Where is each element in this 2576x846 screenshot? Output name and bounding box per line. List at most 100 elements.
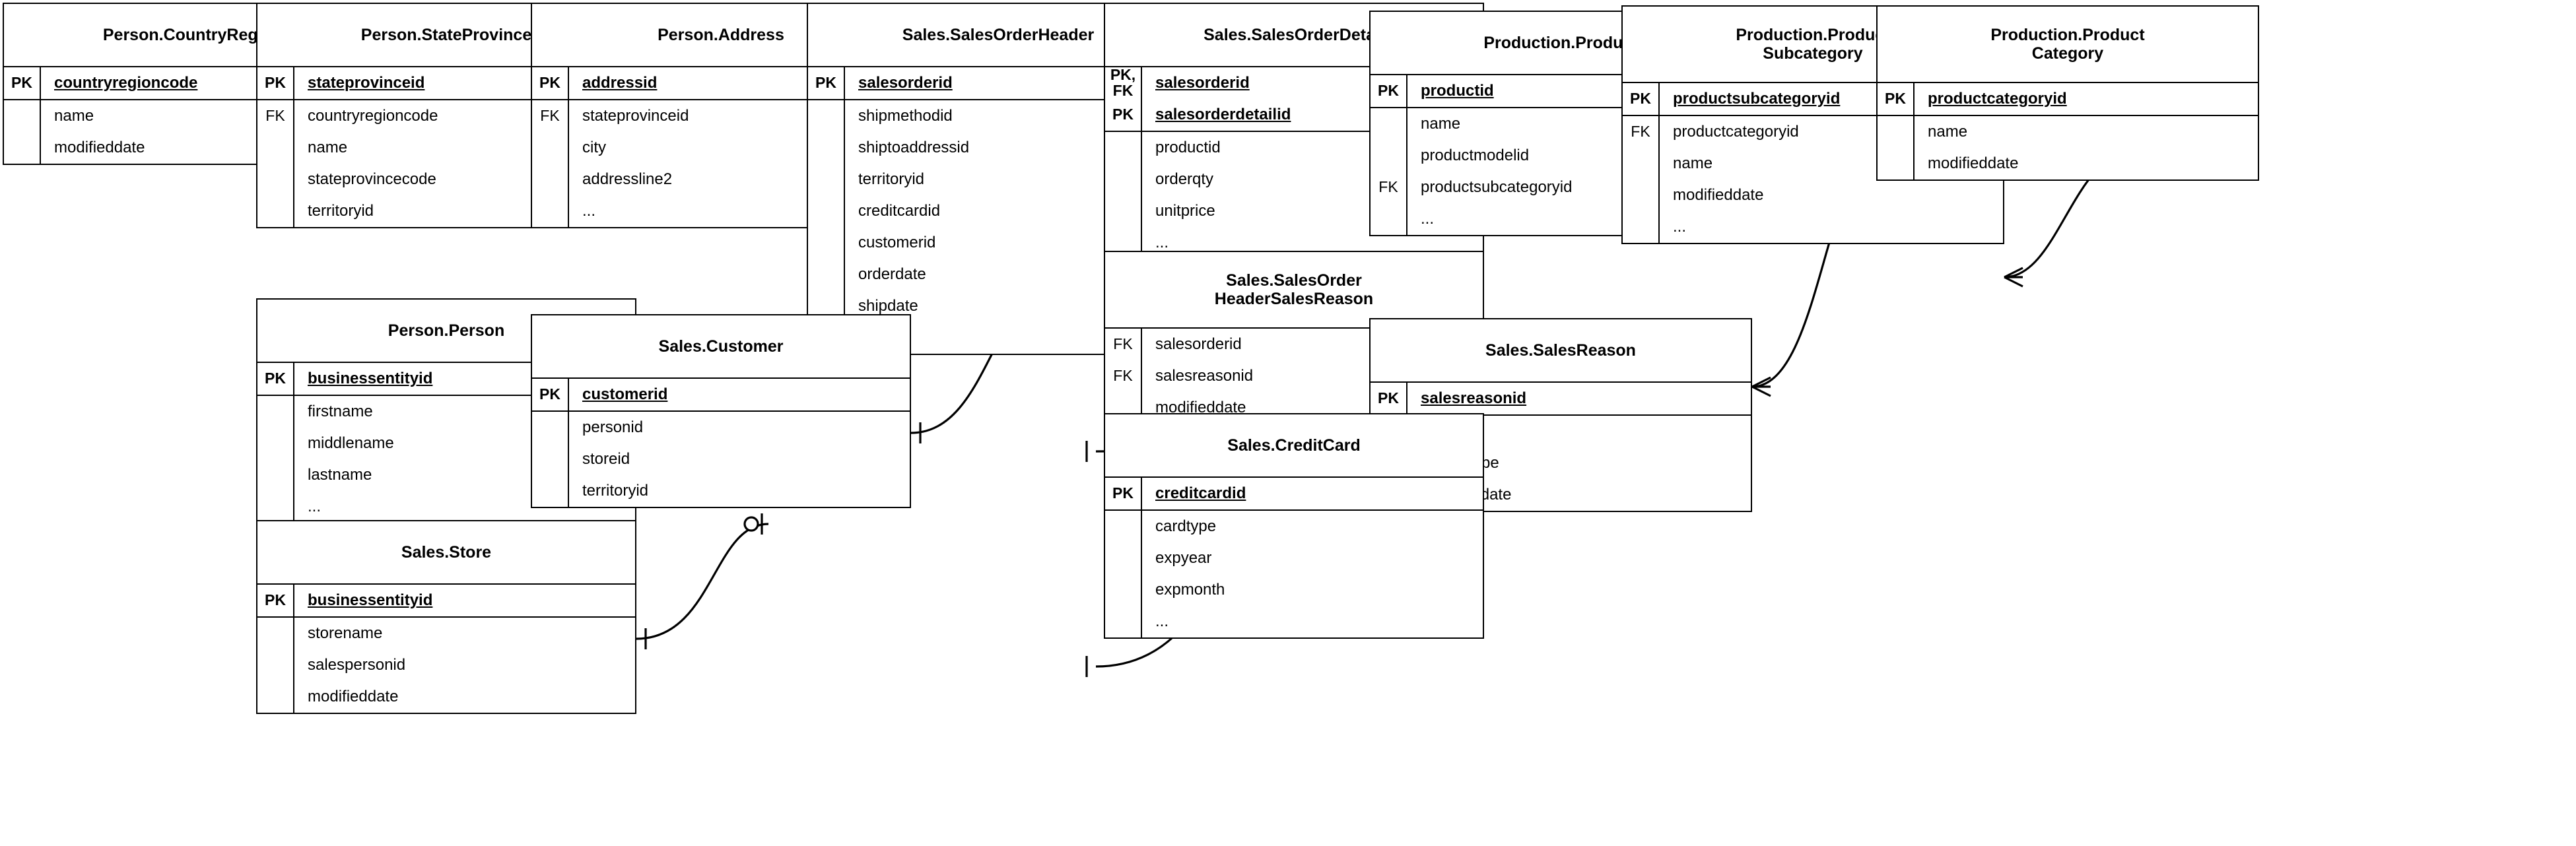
attribute-name: salespersonid	[308, 655, 406, 674]
attribute-key-empty	[1105, 164, 1142, 195]
attribute-name: name	[308, 138, 348, 156]
attribute-row[interactable]: salespersonid	[257, 649, 635, 681]
attribute-row[interactable]: modifieddate	[4, 132, 382, 164]
attribute-row[interactable]: expyear	[1105, 542, 1483, 574]
attribute-row[interactable]: modifieddate	[1623, 179, 2003, 211]
attribute-key-empty	[1878, 148, 1915, 179]
attribute-row[interactable]: ...	[532, 195, 910, 227]
entity-title: Sales.Customer	[532, 315, 910, 379]
attribute-row[interactable]: storeid	[532, 443, 910, 475]
entity-title-line: Sales.CreditCard	[1227, 436, 1361, 455]
attribute-key-label: PK,FK	[1105, 67, 1142, 99]
attribute-row[interactable]: name	[4, 100, 382, 132]
attribute-name: productsubcategoryid	[1673, 89, 1841, 108]
attribute-row[interactable]: ...	[257, 491, 635, 523]
attribute-row[interactable]: productmodelid	[1371, 140, 1751, 172]
attribute-row[interactable]: cardtype	[1105, 511, 1483, 542]
attribute-name: creditcardid	[858, 201, 941, 220]
attribute-name: modifieddate	[1928, 154, 2019, 172]
attribute-row[interactable]: addressline2	[532, 164, 910, 195]
attribute-row[interactable]: unitprice	[1105, 195, 1483, 227]
attribute-row[interactable]: lastname	[257, 459, 635, 491]
crowsfoot-prong	[1751, 385, 1771, 397]
attribute-key-label: PK	[532, 379, 569, 410]
attribute-row[interactable]: city	[532, 132, 910, 164]
attribute-row[interactable]: shipdate	[808, 290, 1188, 322]
attribute-row[interactable]: territoryid	[808, 164, 1188, 195]
attribute-key-label: PK	[1105, 478, 1142, 509]
attribute-key-label: FK	[1105, 360, 1142, 392]
attribute-row[interactable]: ...	[1105, 606, 1483, 637]
attribute-row[interactable]: modifieddate	[257, 681, 635, 713]
attribute-row[interactable]: name	[1623, 148, 2003, 179]
attribute-name: addressline2	[582, 170, 673, 188]
attribute-name: modifieddate	[308, 687, 399, 705]
attribute-name: customerid	[858, 233, 936, 251]
attribute-row[interactable]: shipmethodid	[808, 100, 1188, 132]
attribute-row[interactable]: firstname	[257, 396, 635, 428]
attribute-name: modifieddate	[1673, 185, 1764, 204]
attribute-name: shipdate	[858, 296, 918, 315]
attribute-key-empty	[257, 618, 294, 649]
entity-title-line: Person.Person	[388, 321, 505, 340]
attribute-key-empty	[257, 428, 294, 459]
attribute-name: salesreasonid	[1421, 389, 1527, 407]
attribute-row[interactable]: shiptoaddressid	[808, 132, 1188, 164]
attribute-row[interactable]: stateprovincecode	[257, 164, 635, 195]
attribute-row[interactable]: name	[1371, 108, 1751, 140]
attribute-row[interactable]: territoryid	[257, 195, 635, 227]
attribute-name: personid	[582, 418, 644, 436]
attribute-row[interactable]: personid	[532, 412, 910, 443]
attribute-key-empty	[4, 132, 41, 164]
attribute-row[interactable]: territoryid	[532, 475, 910, 507]
attribute-row[interactable]: expmonth	[1105, 574, 1483, 606]
attribute-row[interactable]: storename	[257, 618, 635, 649]
attribute-key-label: PK	[4, 67, 41, 99]
attribute-row[interactable]: creditcardid	[808, 195, 1188, 227]
attribute-row[interactable]: modifieddate	[1878, 148, 2258, 179]
attribute-row[interactable]: ...	[1105, 227, 1483, 259]
entity-title-line: HeaderSalesReason	[1214, 290, 1374, 308]
attribute-row[interactable]: customerid	[808, 227, 1188, 259]
attribute-row[interactable]: name	[1878, 116, 2258, 148]
attribute-row[interactable]: orderdate	[808, 259, 1188, 290]
attribute-key-empty	[257, 649, 294, 681]
attribute-row[interactable]: middlename	[257, 428, 635, 459]
entity-title-line: Production.Product	[1736, 26, 1890, 44]
attribute-row[interactable]: name	[257, 132, 635, 164]
attribute-row[interactable]: ...	[1371, 203, 1751, 235]
attribute-row[interactable]: orderqty	[1105, 164, 1483, 195]
attribute-row[interactable]: ...	[1623, 211, 2003, 243]
attribute-row[interactable]: productid	[1105, 132, 1483, 164]
attribute-name: expyear	[1155, 548, 1212, 567]
